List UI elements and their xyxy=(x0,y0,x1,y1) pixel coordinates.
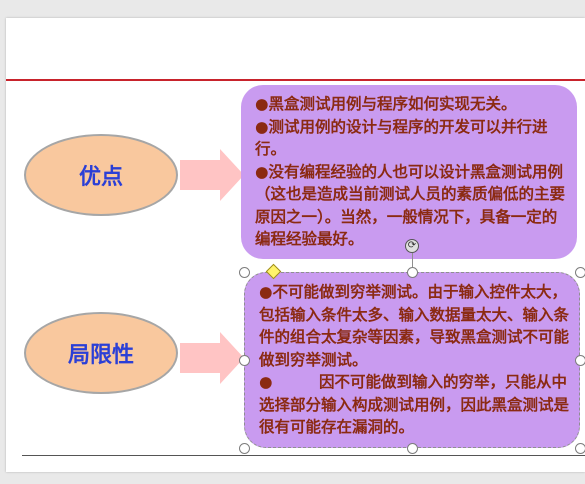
resize-handle-top-right[interactable] xyxy=(575,267,585,278)
advantages-box[interactable]: ●黑盒测试用例与程序如何实现无关。 ●测试用例的设计与程序的开发可以并行进行。 … xyxy=(241,85,577,259)
limitation-point: ●不可能做到穷举测试。由于输入控件太大，包括输入条件太多、输入数据量太大、输入条… xyxy=(259,283,570,369)
resize-handle-bottom-left[interactable] xyxy=(239,443,250,454)
limitations-ellipse[interactable]: 局限性 xyxy=(24,312,178,394)
resize-handle-bottom-right[interactable] xyxy=(575,443,585,454)
limitations-arrow-icon[interactable] xyxy=(180,332,244,384)
resize-handle-top-center[interactable] xyxy=(407,267,418,278)
advantage-point: ●测试用例的设计与程序的开发可以并行进行。 xyxy=(255,117,548,159)
advantages-arrow-icon[interactable] xyxy=(180,149,244,201)
limitations-box[interactable]: ●不可能做到穷举测试。由于输入控件太大，包括输入条件太多、输入数据量太大、输入条… xyxy=(244,272,580,448)
rotate-connector xyxy=(412,253,413,267)
title-divider xyxy=(6,79,585,81)
advantage-point: ●黑盒测试用例与程序如何实现无关。 xyxy=(255,95,517,113)
limitations-label: 局限性 xyxy=(67,342,134,368)
resize-handle-bottom-center[interactable] xyxy=(407,443,418,454)
rotate-handle-icon[interactable]: ⟳ xyxy=(405,239,419,253)
resize-handle-top-left[interactable] xyxy=(239,267,250,278)
advantages-label: 优点 xyxy=(78,164,123,190)
advantage-point: ●没有编程经验的人也可以设计黑盒测试用例（这也是造成当前测试人员的素质偏低的主要… xyxy=(255,162,566,249)
resize-handle-middle-left[interactable] xyxy=(239,355,250,366)
limitation-point: ● 因不可能做到输入的穷举，只能从中选择部分输入构成测试用例，因此黑盒测试是很有… xyxy=(259,373,570,436)
resize-handle-middle-right[interactable] xyxy=(575,355,585,366)
footer-divider xyxy=(22,455,585,456)
advantages-ellipse[interactable]: 优点 xyxy=(24,134,178,216)
slide-canvas[interactable]: 优点 ●黑盒测试用例与程序如何实现无关。 ●测试用例的设计与程序的开发可以并行进… xyxy=(6,18,585,472)
